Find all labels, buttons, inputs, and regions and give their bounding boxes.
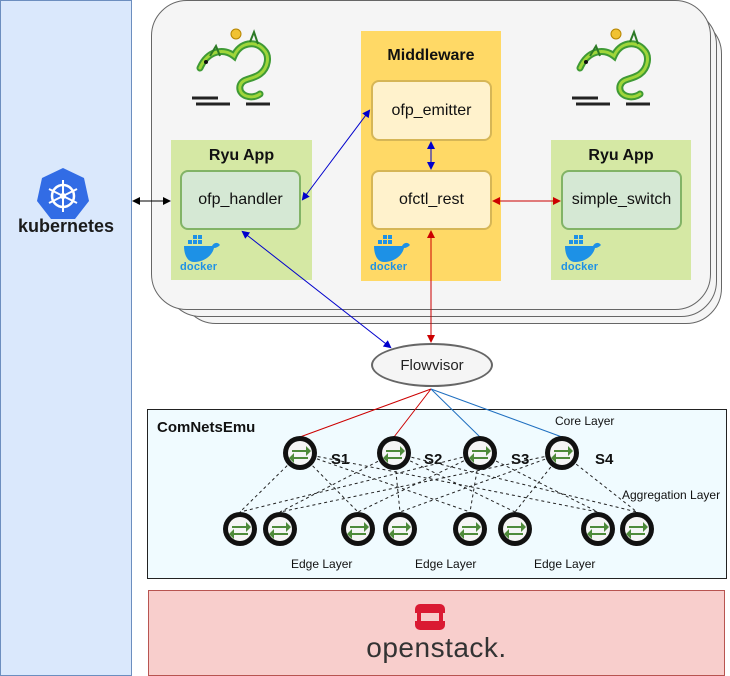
ofctl-rest-box: ofctl_rest [371,170,492,230]
switch-s2-icon [377,436,411,470]
docker-label-left: docker [180,261,218,273]
switch-agg-2-icon [263,512,297,546]
fabric-links [239,452,638,513]
comnetsemu-title: ComNetsEmu [157,419,256,436]
switch-agg-5-icon [453,512,487,546]
flowvisor-node: Flowvisor [371,343,493,387]
switch-agg-4-icon [383,512,417,546]
comnetsemu-box [147,409,727,579]
edge-layer-label-1: Edge Layer [291,557,353,571]
openstack-logo-icon [411,604,449,630]
ryu-dragon-icon-right [572,29,650,104]
switch-agg-7-icon [581,512,615,546]
switch-agg-1-icon [223,512,257,546]
kubernetes-label: kubernetes [17,216,115,236]
ryu-app-right-title: Ryu App [588,147,654,164]
edge-layer-label-3: Edge Layer [534,557,596,571]
flowvisor-to-s1-link [299,388,432,438]
switch-agg-6-icon [498,512,532,546]
flowvisor-to-s3-link [430,388,481,438]
edge-layer-label-2: Edge Layer [415,557,477,571]
handler-to-flowvisor-connector [241,230,392,349]
docker-whale-icon-left [184,235,220,262]
switch-s1-icon [283,436,317,470]
ryu-dragon-icon-left [192,29,270,104]
aggregation-layer-label: Aggregation Layer [622,488,721,502]
docker-label-right: docker [561,261,599,273]
switch-s4-icon [545,436,579,470]
simple-switch-box: simple_switch [561,170,682,230]
docker-whale-icon-right [565,235,601,262]
flowvisor-to-s2-link [393,388,432,438]
middleware-title: Middleware [387,47,475,64]
ofp-emitter-box: ofp_emitter [371,80,492,141]
switch-label-s1: S1 [331,451,350,468]
handler-to-emitter-connector [301,109,371,201]
core-layer-label: Core Layer [555,414,615,428]
docker-whale-icon-middle [374,235,410,262]
ofp-handler-box: ofp_handler [180,170,301,230]
switch-label-s4: S4 [595,451,614,468]
switch-agg-8-icon [620,512,654,546]
ryu-app-left-title: Ryu App [208,147,275,164]
flowvisor-to-s4-link [430,388,563,438]
openstack-label: openstack. [366,632,507,663]
switch-s3-icon [463,436,497,470]
switch-agg-3-icon [341,512,375,546]
kubernetes-panel [0,0,132,676]
switch-label-s3: S3 [511,451,530,468]
